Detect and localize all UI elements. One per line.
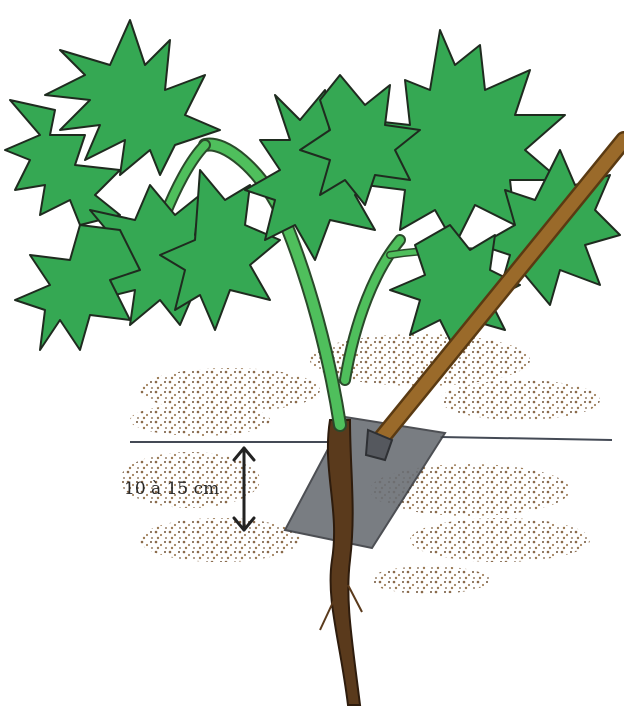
depth-label: 10 à 15 cm [124, 479, 219, 499]
root-hair [320, 600, 334, 630]
soil-patch [370, 566, 490, 594]
soil-patch [440, 380, 600, 420]
root-hair [348, 585, 362, 612]
soil-patch [410, 518, 590, 562]
ground-line [440, 437, 612, 440]
soil-patch [140, 518, 300, 562]
soil-patch [140, 368, 320, 412]
soil-patch [130, 404, 270, 436]
